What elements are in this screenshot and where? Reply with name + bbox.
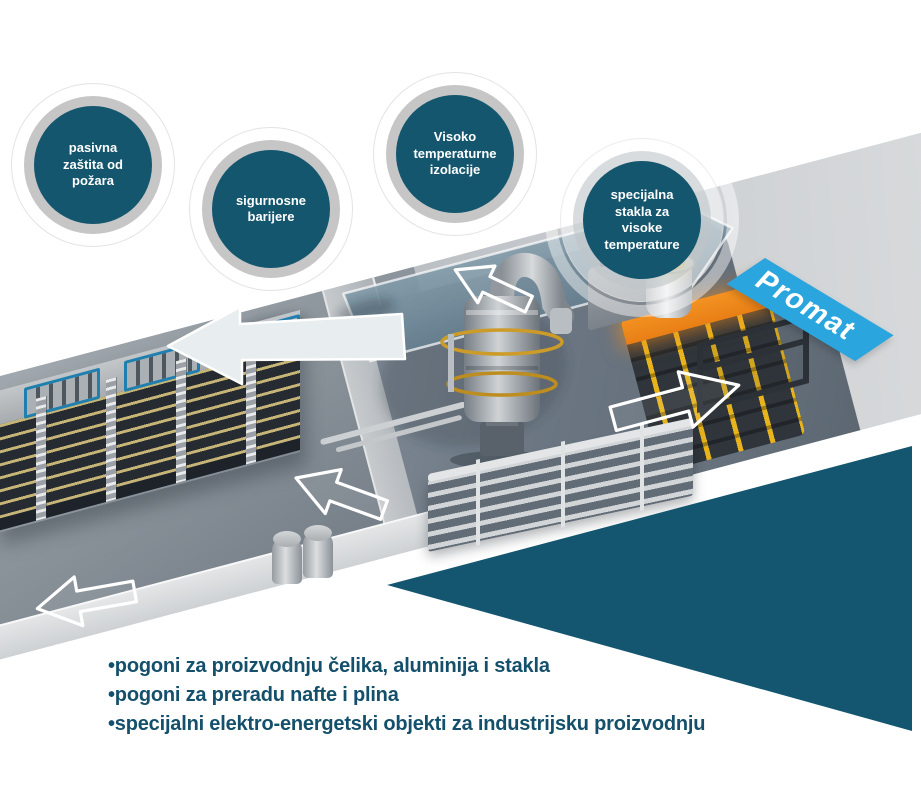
badge-visoko-temperaturne-izolacije: Visoko temperaturne izolacije: [373, 72, 537, 236]
storage-silo: [272, 531, 302, 584]
badge-sigurnosne-barijere: sigurnosne barijere: [189, 127, 353, 291]
left-arrow: [33, 567, 139, 633]
blast-furnace-illustration: [440, 252, 574, 469]
bullet-list: •pogoni za proizvodnju čelika, aluminija…: [108, 652, 705, 739]
badge-ring: specijalna stakla za visoke temperature: [573, 151, 711, 289]
up-left-arrow: [288, 456, 392, 532]
badge-label: pasivna zaštita od požara: [34, 106, 152, 224]
badge-label: Visoko temperaturne izolacije: [396, 95, 514, 213]
badge-label: specijalna stakla za visoke temperature: [583, 161, 701, 279]
bullet-item: •pogoni za proizvodnju čelika, aluminija…: [108, 655, 550, 677]
badge-ring: sigurnosne barijere: [202, 140, 340, 278]
big-left-arrow: [166, 305, 407, 386]
badge-pasivna-zastita: pasivna zaštita od požara: [11, 83, 175, 247]
badge-specijalna-stakla: specijalna stakla za visoke temperature: [560, 138, 724, 302]
badge-label: sigurnosne barijere: [212, 150, 330, 268]
bullet-item: •specijalni elektro-energetski objekti z…: [108, 713, 706, 735]
bullet-item: •pogoni za preradu nafte i plina: [108, 684, 399, 706]
badge-ring: Visoko temperaturne izolacije: [386, 85, 524, 223]
badge-ring: pasivna zaštita od požara: [24, 96, 162, 234]
right-arrow: [606, 358, 746, 447]
storage-silo: [303, 525, 333, 578]
up-left-arrow: [447, 251, 538, 322]
